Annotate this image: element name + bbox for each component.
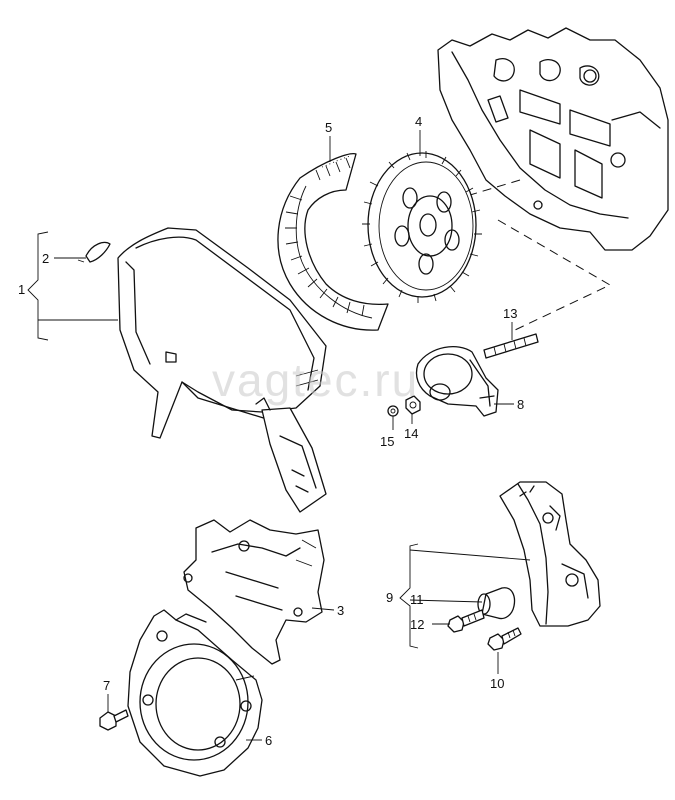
callout-1: 1	[18, 282, 25, 297]
callout-11: 11	[410, 592, 424, 607]
bolt-7	[99, 709, 129, 731]
callout-8: 8	[517, 397, 524, 412]
lower-timing-cover	[127, 609, 263, 777]
leader-lines	[27, 130, 531, 741]
callout-14: 14	[404, 426, 418, 441]
callout-5: 5	[325, 120, 332, 135]
engine-block	[437, 27, 669, 251]
callout-7: 7	[103, 678, 110, 693]
callout-12: 12	[410, 617, 424, 632]
bolt-12	[447, 609, 485, 633]
callout-10: 10	[490, 676, 504, 691]
watermark: vagtec.ru	[212, 354, 419, 406]
upper-timing-belt-cover	[117, 227, 327, 439]
bolt-10	[487, 627, 522, 651]
callout-labels: 1 2 3 4 5 6 7 8 9 10 11 12 13 14 15	[18, 114, 524, 748]
callout-6: 6	[265, 733, 272, 748]
engine-mount-bracket	[499, 481, 601, 627]
callout-15: 15	[380, 434, 394, 449]
callout-4: 4	[415, 114, 422, 129]
cover-lower-bracket	[255, 397, 327, 513]
callout-9: 9	[386, 590, 393, 605]
alignment-line-pulley	[497, 219, 612, 331]
timing-belt	[277, 153, 389, 331]
retaining-clip	[77, 241, 111, 263]
middle-timing-cover	[183, 519, 325, 665]
tensioner-assembly	[387, 333, 539, 417]
callout-13: 13	[503, 306, 517, 321]
callout-3: 3	[337, 603, 344, 618]
callout-2: 2	[42, 251, 49, 266]
idler-roller	[477, 587, 516, 620]
alignment-line-block	[469, 179, 521, 196]
camshaft-sprocket	[362, 151, 482, 303]
